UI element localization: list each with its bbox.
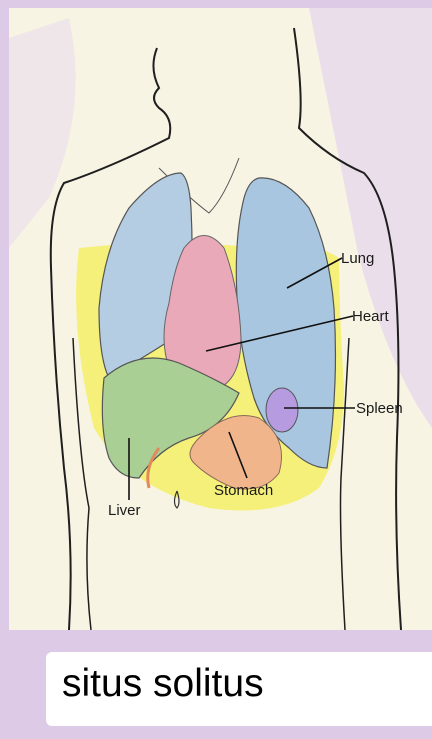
heart-label: Heart	[352, 308, 390, 325]
liver-label: Liver	[108, 502, 141, 519]
caption-box: situs solitus	[46, 652, 432, 726]
spleen	[266, 388, 298, 432]
background-shading-left	[9, 18, 76, 248]
anatomy-drawing: Lung Heart Spleen Stomach Liver	[9, 8, 432, 630]
lung-label: Lung	[341, 250, 374, 267]
stomach-label: Stomach	[214, 482, 273, 499]
caption-text: situs solitus	[62, 662, 264, 706]
spleen-label: Spleen	[356, 400, 403, 417]
anatomy-illustration: Lung Heart Spleen Stomach Liver	[9, 8, 432, 630]
